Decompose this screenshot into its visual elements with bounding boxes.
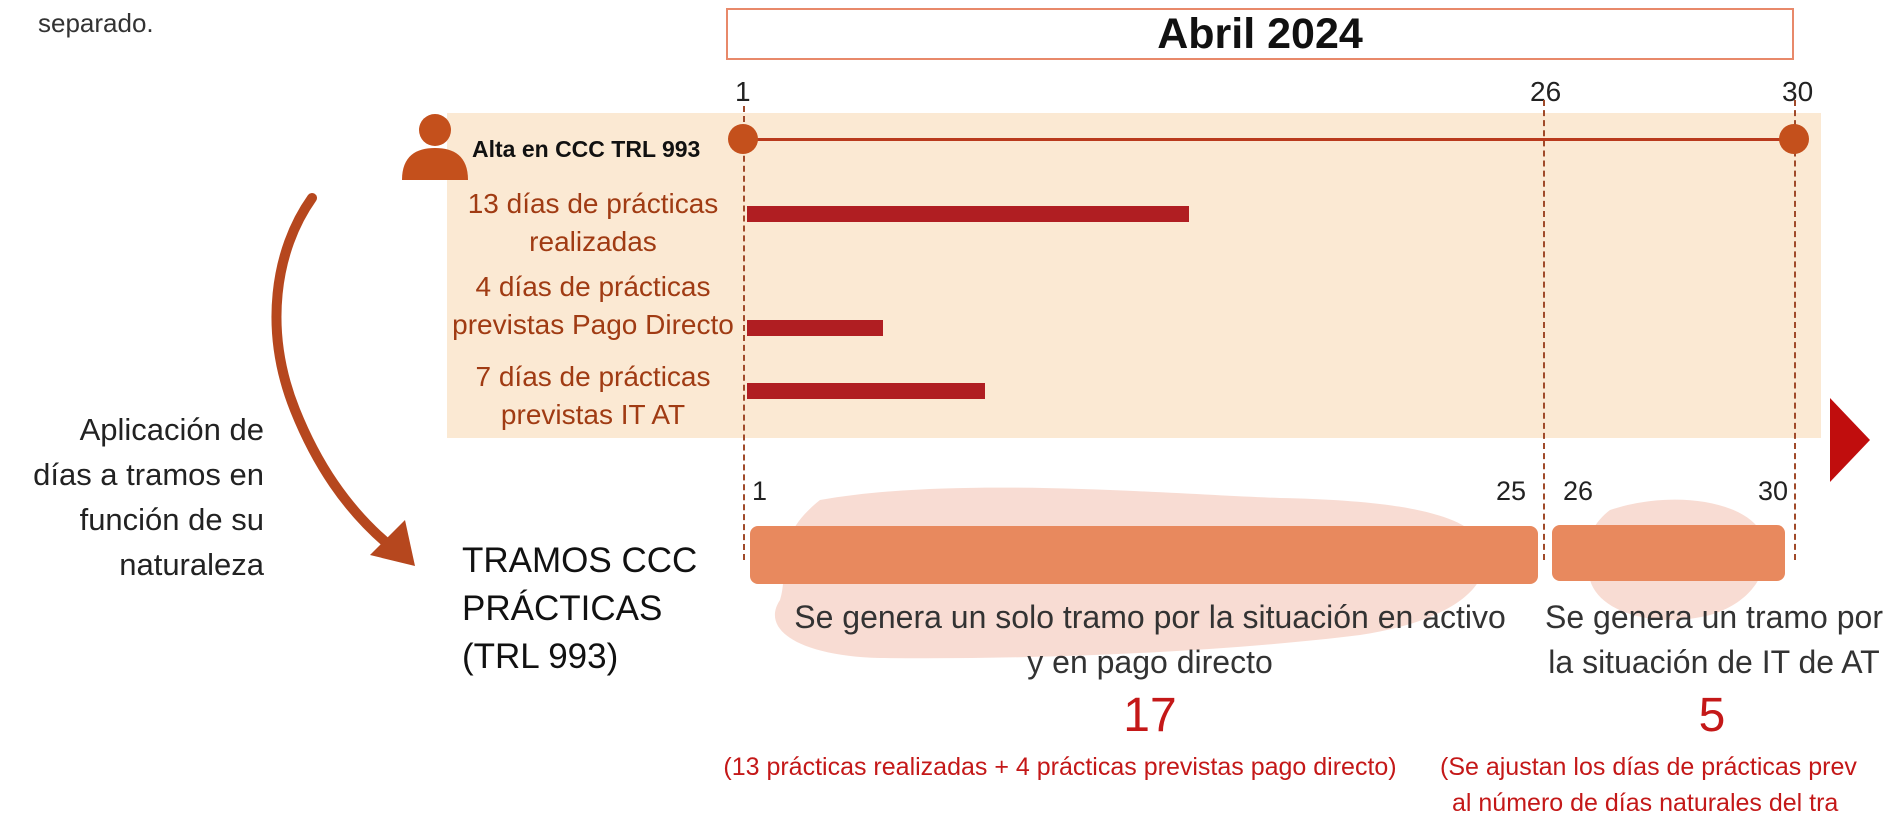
row-label-realizadas-line2: realizadas bbox=[529, 226, 657, 257]
segment-tick-30: 30 bbox=[1758, 476, 1789, 506]
segment2-desc-line1: Se genera un tramo por bbox=[1545, 599, 1883, 635]
segment2-days-count: 5 bbox=[1698, 689, 1726, 742]
bar-previstas-it-at bbox=[747, 383, 985, 399]
month-title: Abril 2024 bbox=[726, 8, 1794, 60]
tick-day-30: 30 bbox=[1782, 76, 1814, 107]
segment1-note: (13 prácticas realizadas + 4 prácticas p… bbox=[723, 753, 1397, 781]
segment1-desc-line2: y en pago directo bbox=[1027, 644, 1273, 680]
row-label-pago-directo-line2: previstas Pago Directo bbox=[452, 309, 734, 340]
bar-previstas-pago-directo bbox=[747, 320, 883, 336]
row-label-it-at-line2: previstas IT AT bbox=[500, 399, 686, 430]
segment1-desc-line1: Se genera un solo tramo por la situación… bbox=[794, 599, 1506, 635]
row-label-realizadas: 13 días de prácticas realizadas bbox=[445, 185, 741, 261]
tramos-title-line1: TRAMOS CCC bbox=[462, 541, 698, 580]
side-text-line4: naturaleza bbox=[119, 547, 264, 582]
tramos-title: TRAMOS CCC PRÁCTICAS (TRL 993) bbox=[462, 537, 697, 681]
arrow-right-icon bbox=[1830, 398, 1870, 487]
row-label-pago-directo-line1: 4 días de prácticas bbox=[475, 271, 711, 302]
intro-text-fragment: separado. bbox=[38, 8, 154, 38]
segment2-description: Se genera un tramo por la situación de I… bbox=[1534, 595, 1893, 685]
tramos-title-line3: (TRL 993) bbox=[462, 637, 619, 676]
segment-tick-26: 26 bbox=[1563, 476, 1594, 506]
bar-practicas-realizadas bbox=[747, 206, 1189, 222]
segment-tick-25: 25 bbox=[1496, 476, 1527, 506]
row-label-it-at-line1: 7 días de prácticas bbox=[475, 361, 711, 392]
timeline-band bbox=[447, 113, 1821, 438]
segment-tick-1: 1 bbox=[752, 476, 768, 506]
guide-day-26 bbox=[1543, 100, 1545, 560]
row-label-realizadas-line1: 13 días de prácticas bbox=[467, 188, 719, 219]
segment1-days-count: 17 bbox=[1123, 689, 1177, 742]
alta-line bbox=[743, 138, 1794, 141]
segment2-note: (Se ajustan los días de prácticas prev a… bbox=[1440, 749, 1893, 821]
alta-end-dot bbox=[1779, 124, 1809, 154]
person-icon bbox=[400, 112, 470, 185]
alta-label: Alta en CCC TRL 993 bbox=[472, 136, 701, 162]
tramo-bar-it-at bbox=[1552, 525, 1785, 581]
segment1-description: Se genera un solo tramo por la situación… bbox=[760, 595, 1540, 685]
tick-day-26: 26 bbox=[1530, 76, 1562, 107]
segment2-desc-line2: la situación de IT de AT bbox=[1548, 644, 1880, 680]
guide-day-1 bbox=[743, 106, 745, 560]
side-text-line3: función de su bbox=[79, 502, 264, 537]
side-text-line1: Aplicación de bbox=[79, 412, 264, 447]
tramo-bar-activo-pago-directo bbox=[750, 526, 1538, 584]
side-text-line2: días a tramos en bbox=[33, 457, 264, 492]
guide-day-30 bbox=[1794, 100, 1796, 560]
side-explanation: Aplicación de días a tramos en función d… bbox=[0, 407, 264, 587]
segment2-note-line2: al número de días naturales del tra bbox=[1452, 789, 1839, 817]
tick-day-1: 1 bbox=[735, 76, 751, 107]
row-label-pago-directo: 4 días de prácticas previstas Pago Direc… bbox=[445, 268, 741, 344]
segment2-note-line1: (Se ajustan los días de prácticas prev bbox=[1440, 753, 1857, 781]
alta-start-dot bbox=[728, 124, 758, 154]
row-label-it-at: 7 días de prácticas previstas IT AT bbox=[445, 358, 741, 434]
tramos-title-line2: PRÁCTICAS bbox=[462, 589, 663, 628]
curved-arrow-icon bbox=[255, 190, 425, 575]
